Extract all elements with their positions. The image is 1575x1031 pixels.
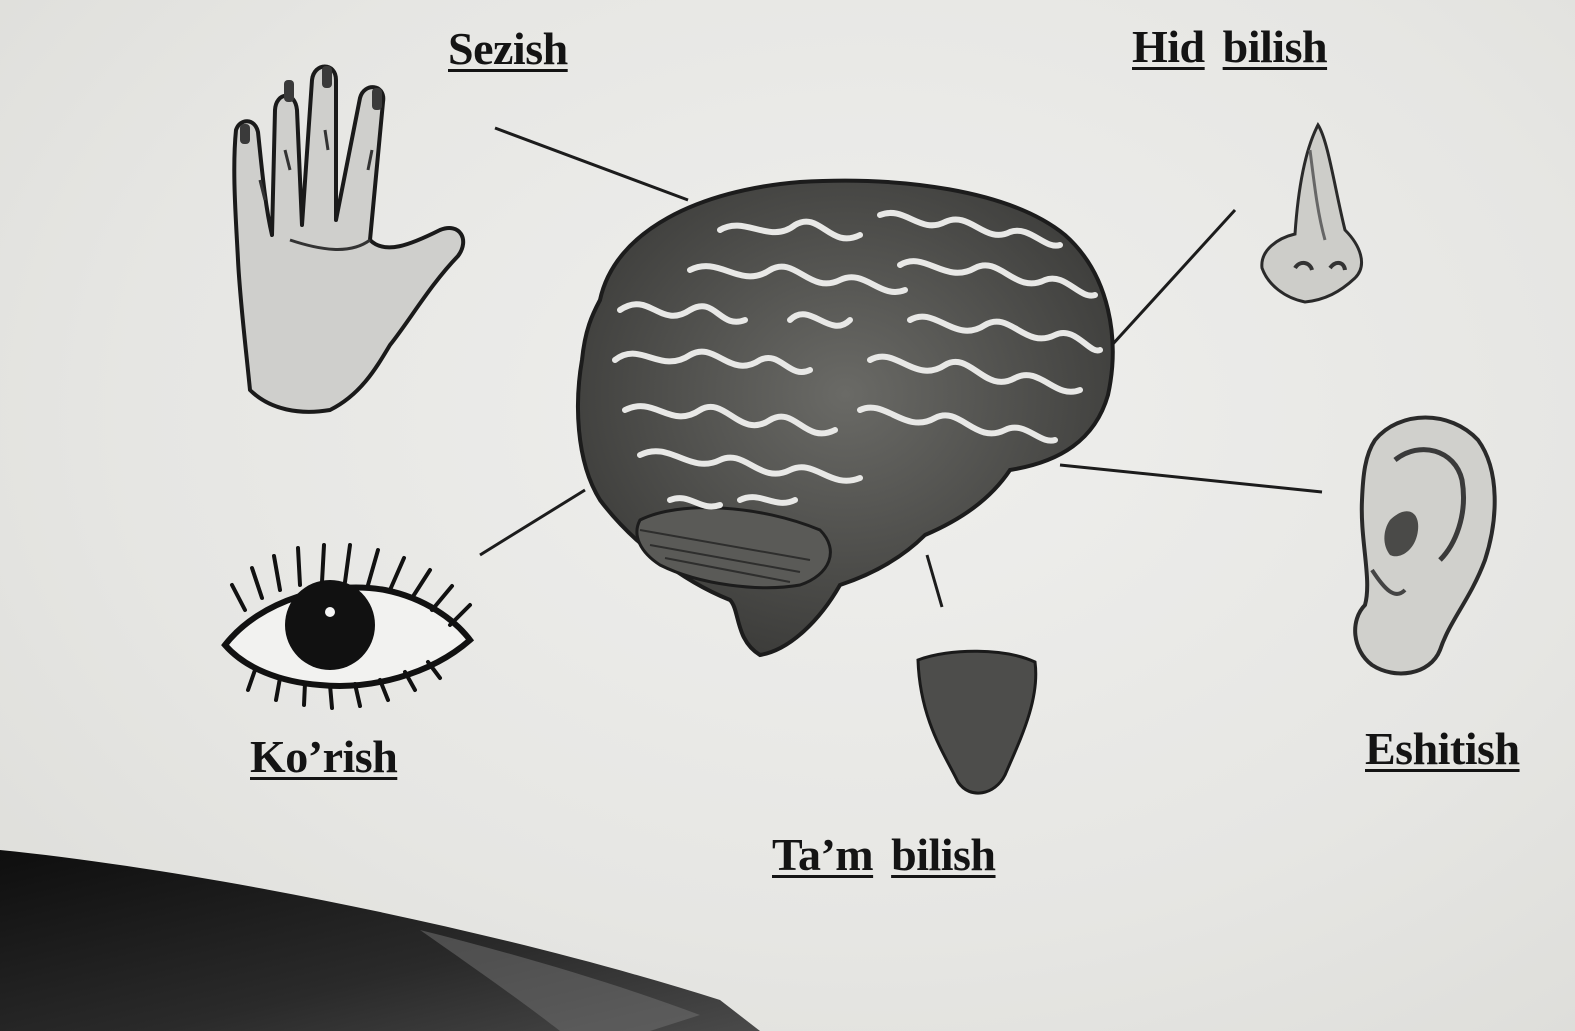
label-sight: Ko’rish — [250, 730, 397, 783]
brain-icon — [578, 181, 1113, 655]
line-touch — [495, 128, 688, 200]
label-taste-word2: bilish — [891, 829, 995, 880]
ear-icon — [1355, 418, 1495, 674]
line-sight — [480, 490, 585, 555]
line-taste — [927, 555, 942, 607]
label-taste: Ta’m bilish — [772, 828, 996, 881]
line-hearing — [1060, 465, 1322, 492]
label-hearing: Eshitish — [1365, 722, 1520, 775]
label-smell-word1: Hid — [1132, 21, 1205, 72]
label-smell: Hid bilish — [1132, 20, 1327, 73]
nose-icon — [1262, 125, 1362, 302]
hand-icon — [234, 66, 463, 412]
eye-icon — [225, 545, 470, 708]
label-touch: Sezish — [448, 22, 568, 75]
tongue-icon — [918, 651, 1036, 793]
line-smell — [1112, 210, 1235, 345]
label-smell-word2: bilish — [1223, 21, 1327, 72]
label-taste-word1: Ta’m — [772, 829, 873, 880]
